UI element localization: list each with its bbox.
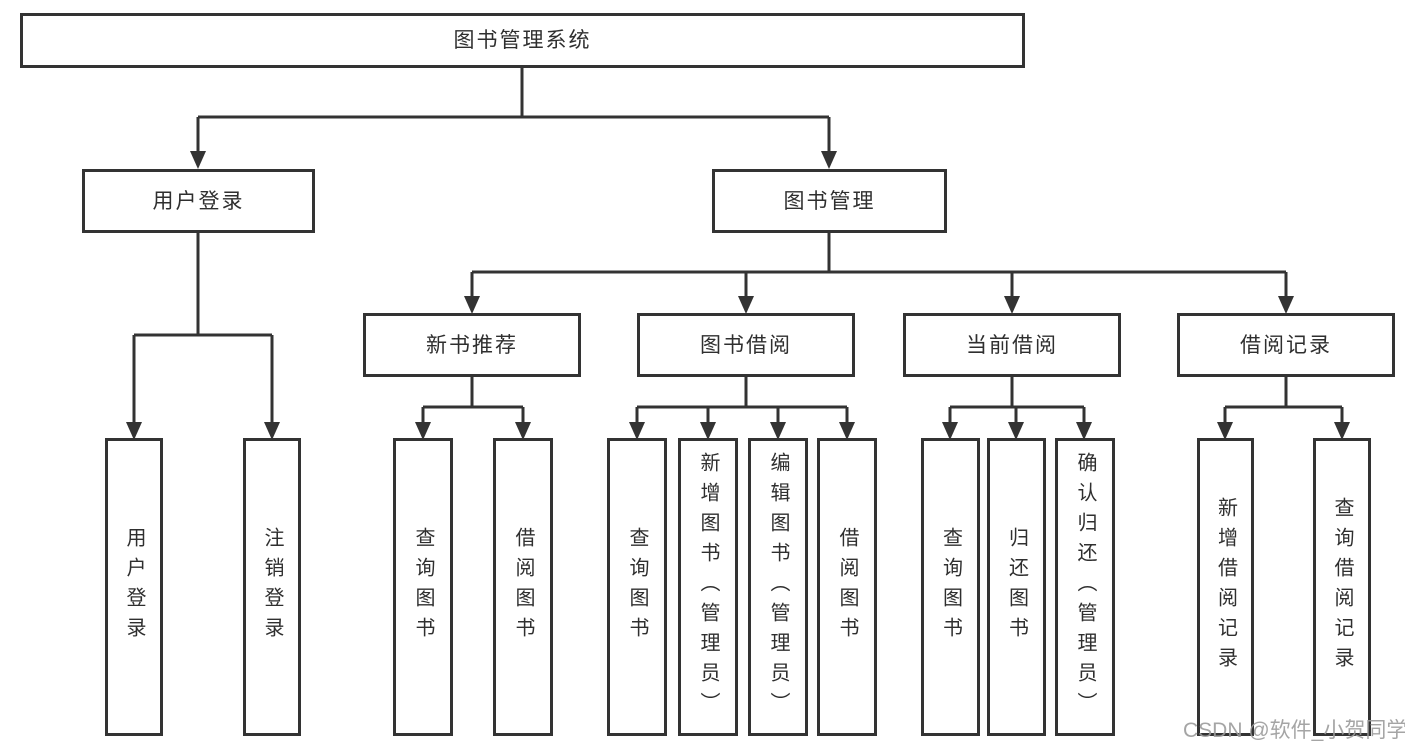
arrow-new-rec	[464, 296, 480, 314]
arrow-book-mgmt	[821, 151, 837, 169]
node-book-management: 图书管理	[712, 169, 947, 233]
arrow-borrowing	[738, 296, 754, 314]
leaf-borrow-add-books-admin: 新增图书（管理员）	[678, 438, 738, 736]
arrow-user-login	[190, 151, 206, 169]
node-book-borrowing: 图书借阅	[637, 313, 855, 377]
node-borrow-records: 借阅记录	[1177, 313, 1395, 377]
leaf-current-return-books: 归还图书	[987, 438, 1046, 736]
leaf-current-query-books: 查询图书	[921, 438, 980, 736]
leaf-records-query-record: 查询借阅记录	[1313, 438, 1371, 736]
node-root-system: 图书管理系统	[20, 13, 1025, 68]
arrow-current	[1004, 296, 1020, 314]
leaf-borrow-query-books: 查询图书	[607, 438, 667, 736]
arrow-records	[1278, 296, 1294, 314]
leaf-records-add-record: 新增借阅记录	[1197, 438, 1254, 736]
node-new-book-recommend: 新书推荐	[363, 313, 581, 377]
leaf-user-login: 用户登录	[105, 438, 163, 736]
node-user-login: 用户登录	[82, 169, 315, 233]
leaf-current-confirm-return-admin: 确认归还（管理员）	[1055, 438, 1115, 736]
leaf-logout: 注销登录	[243, 438, 301, 736]
leaf-newrec-query-books: 查询图书	[393, 438, 453, 736]
leaf-borrow-borrow-books: 借阅图书	[817, 438, 877, 736]
leaf-borrow-edit-books-admin: 编辑图书（管理员）	[748, 438, 808, 736]
leaf-newrec-borrow-books: 借阅图书	[493, 438, 553, 736]
csdn-watermark: CSDN @软件_小贺同学	[1183, 719, 1405, 742]
node-current-borrowing: 当前借阅	[903, 313, 1121, 377]
